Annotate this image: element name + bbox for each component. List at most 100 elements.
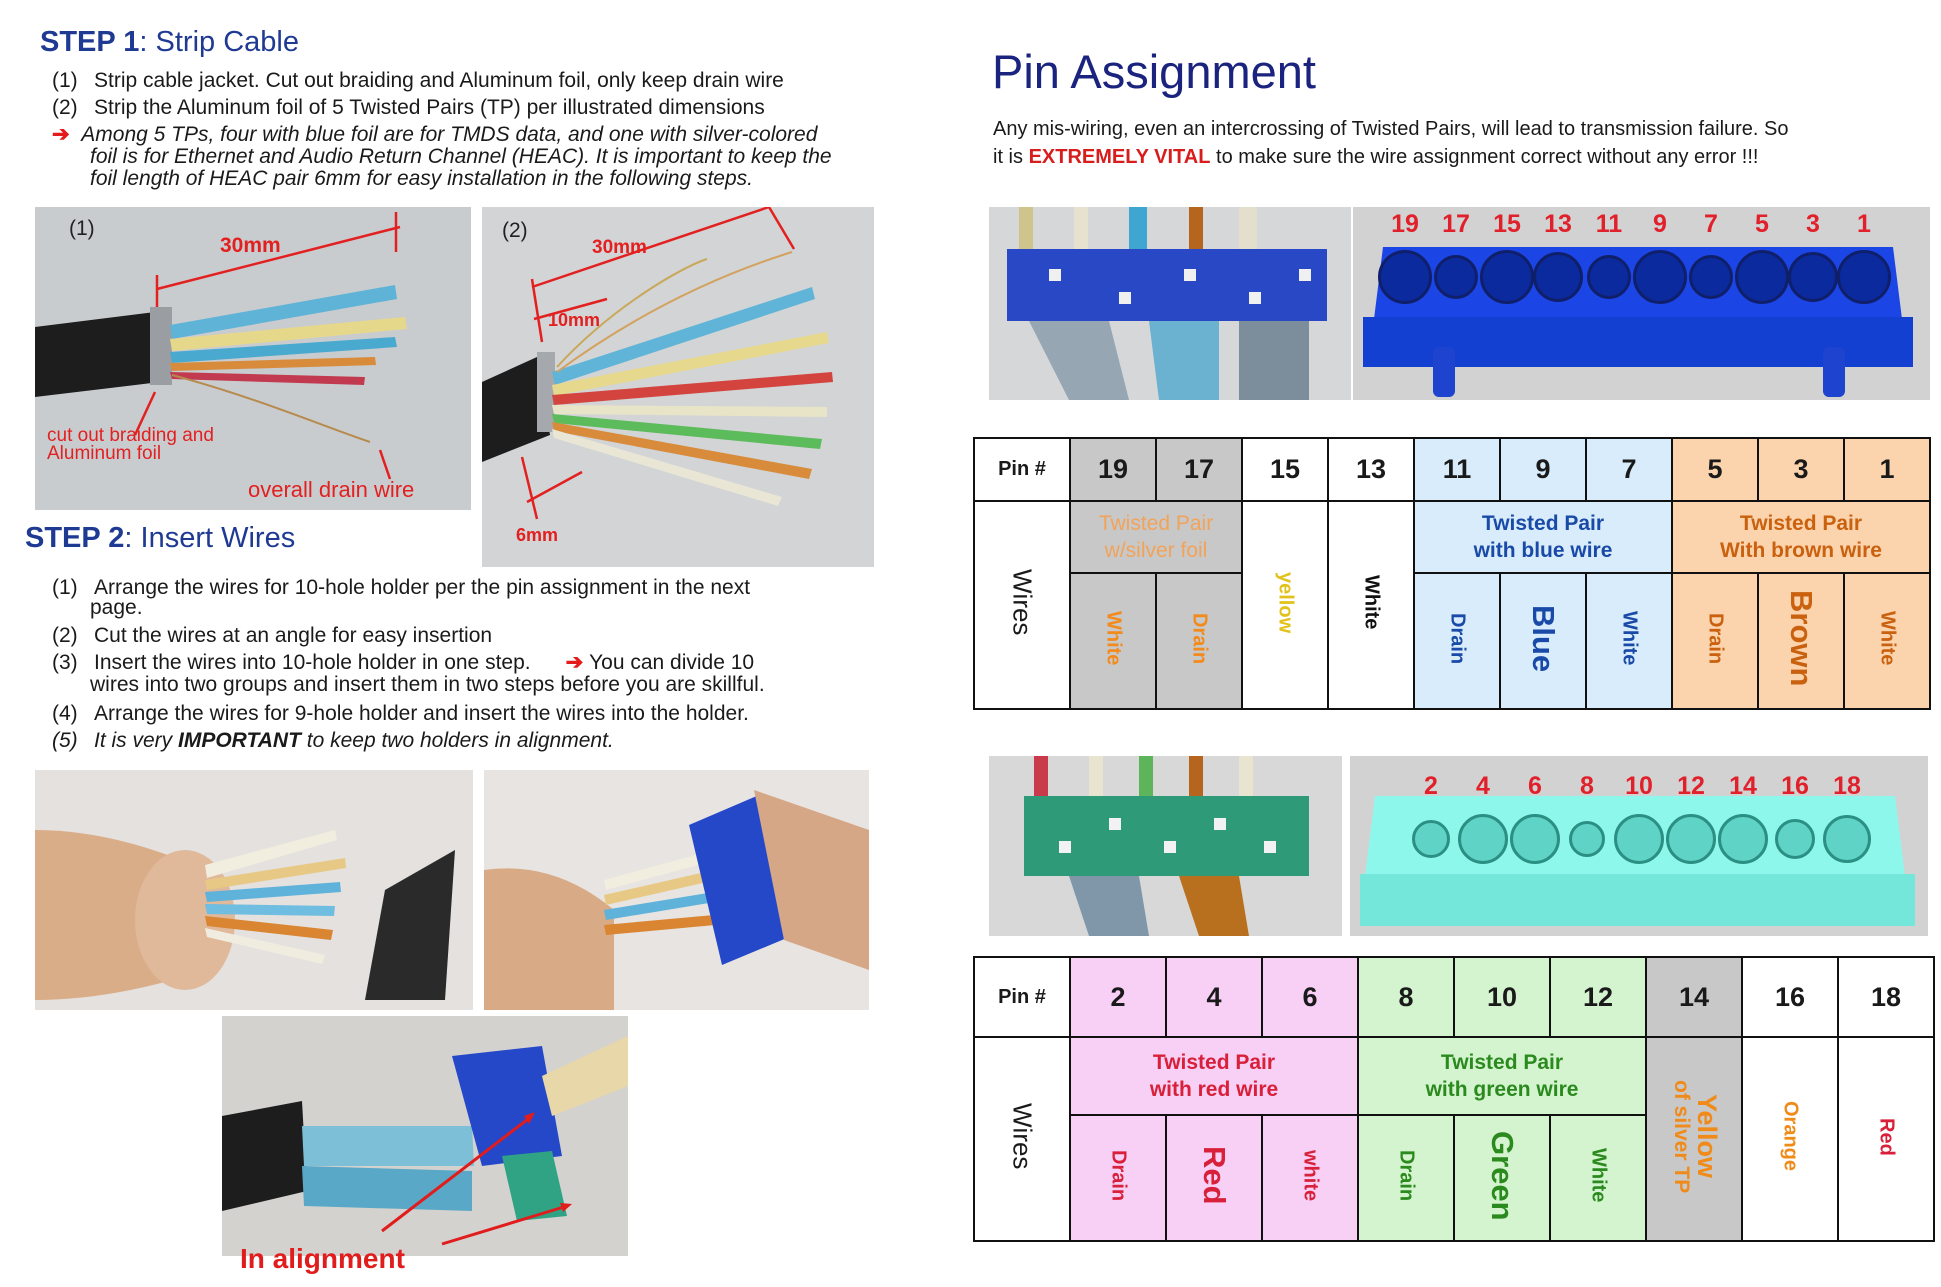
holder-hole <box>1837 250 1891 304</box>
dimension-10mm: 10mm <box>548 310 601 330</box>
pin-number: 3 <box>1757 437 1845 502</box>
strip-cable-photo-2: (2) 30mm 10mm 6mm <box>482 207 874 567</box>
item-text-cont: page. <box>90 596 143 619</box>
item-text: Cut the wires at an angle for easy inser… <box>94 624 493 647</box>
wire-color: Green <box>1485 1130 1520 1221</box>
holder-hole <box>1788 252 1838 302</box>
holder-hole <box>1666 814 1716 864</box>
wires-label: Wires <box>1007 1103 1038 1170</box>
dimension-6mm: 6mm <box>516 525 559 545</box>
wire-cell: Green <box>1453 1114 1551 1242</box>
holder-pin-label: 18 <box>1833 772 1861 800</box>
page-title: Pin Assignment <box>992 45 1316 98</box>
pin-number: 13 <box>1327 437 1415 502</box>
wire-color: White <box>1618 611 1641 666</box>
holder-hole <box>1775 819 1815 859</box>
alignment-illustration <box>222 1016 628 1256</box>
cut-out-note-line-1: cut out braiding and <box>47 425 214 446</box>
group-line-2: with red wire <box>1149 1078 1279 1101</box>
note-line-2: foil is for Ethernet and Audio Return Ch… <box>90 145 832 168</box>
strip-cable-photo-1: (1) 30mm cut out braiding and Aluminum f… <box>35 207 471 510</box>
item-text: Strip cable jacket. Cut out braiding and… <box>94 69 784 92</box>
wires-label: Wires <box>1007 569 1038 636</box>
holder-pin-label: 13 <box>1544 210 1572 238</box>
group-line-2: with green wire <box>1425 1078 1579 1101</box>
step1-prefix: STEP 1 <box>40 26 140 58</box>
intro-text: Any mis-wiring, even an intercrossing of… <box>993 115 1789 171</box>
wire-cell: White <box>1843 572 1931 710</box>
item-emphasis: IMPORTANT <box>178 729 301 752</box>
group-line-1: Twisted Pair <box>1739 512 1863 535</box>
item-text: Arrange the wires for 9-hole holder and … <box>94 702 749 725</box>
pin-number: 6 <box>1261 956 1359 1038</box>
holder-pin-label: 17 <box>1442 210 1470 238</box>
holder-hole <box>1510 814 1560 864</box>
group-line-1: Twisted Pair <box>1481 512 1605 535</box>
pin-number: 10 <box>1453 956 1551 1038</box>
group-line-1: Twisted Pair <box>1098 512 1214 535</box>
holders-alignment-photo <box>222 1016 628 1256</box>
holder-hole <box>1718 814 1768 864</box>
holder-hole <box>1587 255 1631 299</box>
cut-out-note: cut out braiding and Aluminum foil <box>47 425 214 463</box>
wire-cell: White <box>1549 1114 1647 1242</box>
wire-color: White <box>1360 575 1383 630</box>
alignment-label: In alignment <box>240 1243 405 1274</box>
wire-cell: Red <box>1837 1036 1935 1242</box>
pin-number: 8 <box>1357 956 1455 1038</box>
note-line-3: foil length of HEAC pair 6mm for easy in… <box>90 167 753 190</box>
pin-number: 7 <box>1585 437 1673 502</box>
wire-cell: white <box>1261 1114 1359 1242</box>
step1-title: : Strip Cable <box>139 26 299 58</box>
step1-note: ➔ Among 5 TPs, four with blue foil are f… <box>52 124 952 190</box>
holder-pin-label: 12 <box>1677 772 1705 800</box>
step1-item-2: (2)Strip the Aluminum foil of 5 Twisted … <box>52 97 765 119</box>
photo-label: (2) <box>502 219 528 242</box>
holder-pin-label: 11 <box>1595 210 1623 238</box>
arrow-right-icon: ➔ <box>565 651 584 674</box>
step2-heading: STEP 2: Insert Wires <box>25 522 295 555</box>
pin-number: 12 <box>1549 956 1647 1038</box>
wire-color: White <box>1102 611 1125 666</box>
vital-emphasis: EXTREMELY VITAL <box>1028 146 1211 168</box>
intro-post: to make sure the wire assignment correct… <box>1210 146 1759 168</box>
wire-cell: Red <box>1165 1114 1263 1242</box>
wire-color-line-2: of silver TP <box>1670 1079 1693 1194</box>
wire-color: Red <box>1197 1146 1232 1205</box>
step2-prefix: STEP 2 <box>25 522 125 554</box>
wire-color: Red <box>1875 1117 1898 1156</box>
step1-item-1: (1)Strip cable jacket. Cut out braiding … <box>52 70 784 92</box>
item-number: (1) <box>52 576 78 599</box>
wire-color: Drain <box>1704 612 1727 665</box>
item-number: (5) <box>52 729 78 752</box>
inserting-wires-illustration <box>484 770 869 1010</box>
wire-color: White <box>1587 1148 1610 1203</box>
wire-color: White <box>1876 611 1899 666</box>
drain-wire-note: overall drain wire <box>248 477 415 502</box>
wire-cell: Orange <box>1741 1036 1839 1242</box>
pin-number: 4 <box>1165 956 1263 1038</box>
blue-holder-photo <box>989 207 1351 400</box>
inserting-wires-photo <box>484 770 869 1010</box>
wires-cell: Wires <box>973 500 1071 710</box>
pin-header: Pin # <box>973 956 1071 1038</box>
wire-cell: Drain <box>1357 1114 1455 1242</box>
wire-cell: White <box>1585 572 1673 710</box>
step2-item-3: (3)Insert the wires into 10-hole holder … <box>52 651 765 696</box>
holder-pin-label: 4 <box>1476 772 1490 800</box>
step2-item-5: (5)It is very IMPORTANT to keep two hold… <box>52 730 614 752</box>
holder-pin-label: 19 <box>1391 210 1419 238</box>
wire-color: Drain <box>1107 1149 1130 1202</box>
step2-item-1: (1)Arrange the wires for 10-hole holder … <box>52 576 750 619</box>
wire-color: Brown <box>1784 590 1819 687</box>
step2-title: : Insert Wires <box>124 522 296 554</box>
step2-item-2: (2)Cut the wires at an angle for easy in… <box>52 625 492 647</box>
arrow-right-icon: ➔ <box>52 123 70 146</box>
pin-number: 9 <box>1499 437 1587 502</box>
wire-color: Drain <box>1395 1149 1418 1202</box>
group-line-2: with blue wire <box>1473 539 1613 562</box>
